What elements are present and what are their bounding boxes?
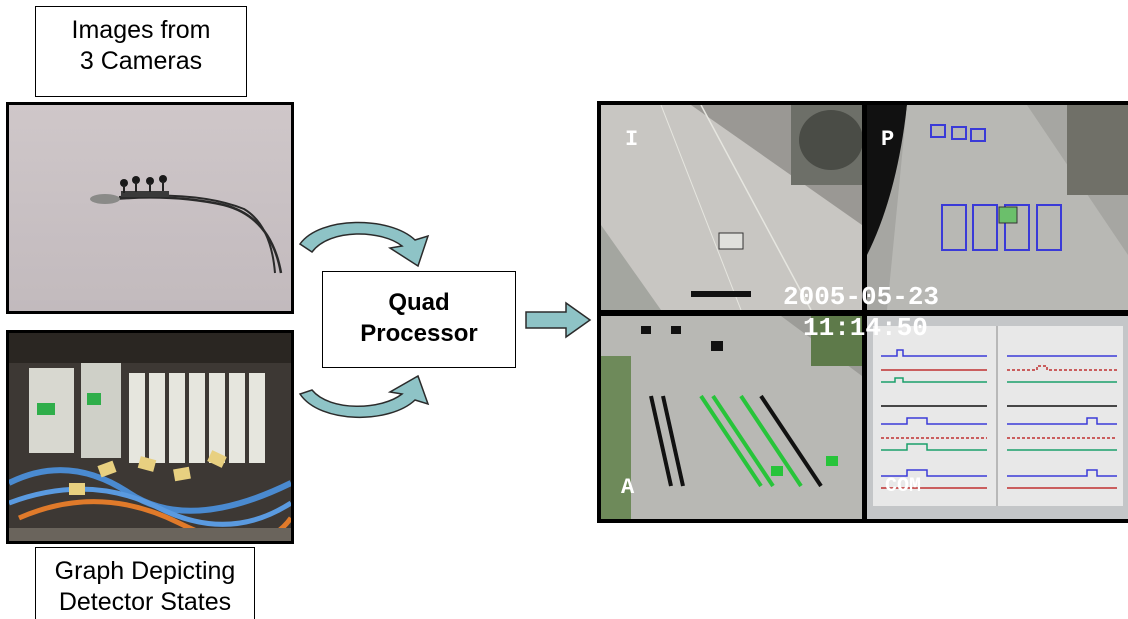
quadrant-camera-p [867, 105, 1128, 310]
timestamp-date: 2005-05-23 [783, 282, 939, 312]
camera-pole-illustration [90, 175, 283, 274]
curved-arrow-bottom-icon [298, 374, 430, 418]
quad-overlay-text: I P A COM 2005-05-23 11:14:50 [621, 127, 939, 500]
detector-graph-label-line-2: Detector States [58, 588, 232, 616]
detector-graph-label-box: Graph Depicting Detector States [35, 547, 255, 619]
quadrant-detector-graph [867, 316, 1128, 519]
right-arrow-icon [525, 301, 592, 339]
detector-graph-label-line-1: Graph Depicting [54, 557, 236, 585]
camera-pole-photo [6, 102, 294, 314]
quad-processor-line-1: Quad [388, 289, 450, 316]
cameras-label-line-2: 3 Cameras [79, 47, 203, 75]
curved-arrow-top-icon [298, 221, 430, 268]
quadrant-label-com: COM [885, 475, 921, 498]
cameras-label-box: Images from 3 Cameras [35, 6, 247, 97]
quadrant-label-p: P [881, 127, 894, 152]
detector-cabinet-photo [6, 330, 294, 544]
quadrant-camera-a [601, 316, 862, 519]
quad-processor-box: Quad Processor [322, 271, 516, 368]
quadrant-label-a: A [621, 475, 635, 500]
timestamp-time: 11:14:50 [803, 313, 928, 343]
cameras-label-line-1: Images from [71, 16, 211, 44]
quad-processor-line-2: Processor [360, 320, 478, 347]
cabinet-illustration [9, 333, 291, 541]
quadrant-label-i: I [625, 127, 638, 152]
quad-display: I P A COM 2005-05-23 11:14:50 [597, 101, 1128, 523]
quadrant-camera-i [601, 105, 862, 310]
